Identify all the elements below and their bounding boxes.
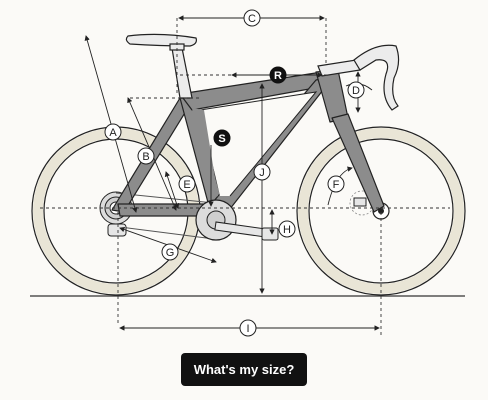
svg-text:B: B <box>142 151 149 163</box>
svg-text:A: A <box>109 127 117 139</box>
svg-text:R: R <box>274 70 282 82</box>
label-s: S <box>213 129 231 147</box>
label-h: H <box>278 220 296 238</box>
front-wheel <box>296 126 466 296</box>
label-b: B <box>137 147 155 165</box>
seatpost-saddle <box>125 33 197 99</box>
label-g: G <box>161 243 179 261</box>
crankset <box>195 199 279 241</box>
svg-text:G: G <box>166 247 175 259</box>
svg-text:E: E <box>183 179 190 191</box>
label-j: J <box>253 163 271 181</box>
frame-inner-edge <box>199 91 318 197</box>
frame-window <box>200 92 316 196</box>
label-r: R <box>269 66 287 84</box>
svg-text:H: H <box>283 224 291 236</box>
svg-text:I: I <box>246 323 249 335</box>
svg-text:D: D <box>352 85 360 97</box>
svg-text:F: F <box>333 179 340 191</box>
label-c: C <box>243 9 261 27</box>
label-f: F <box>327 175 345 193</box>
svg-text:C: C <box>248 13 256 25</box>
label-a: A <box>104 123 122 141</box>
label-d: D <box>347 81 365 99</box>
label-e: E <box>178 175 196 193</box>
svg-text:S: S <box>218 133 225 145</box>
svg-text:J: J <box>259 167 265 179</box>
label-i: I <box>239 319 257 337</box>
whats-my-size-button[interactable]: What's my size? <box>181 353 307 386</box>
